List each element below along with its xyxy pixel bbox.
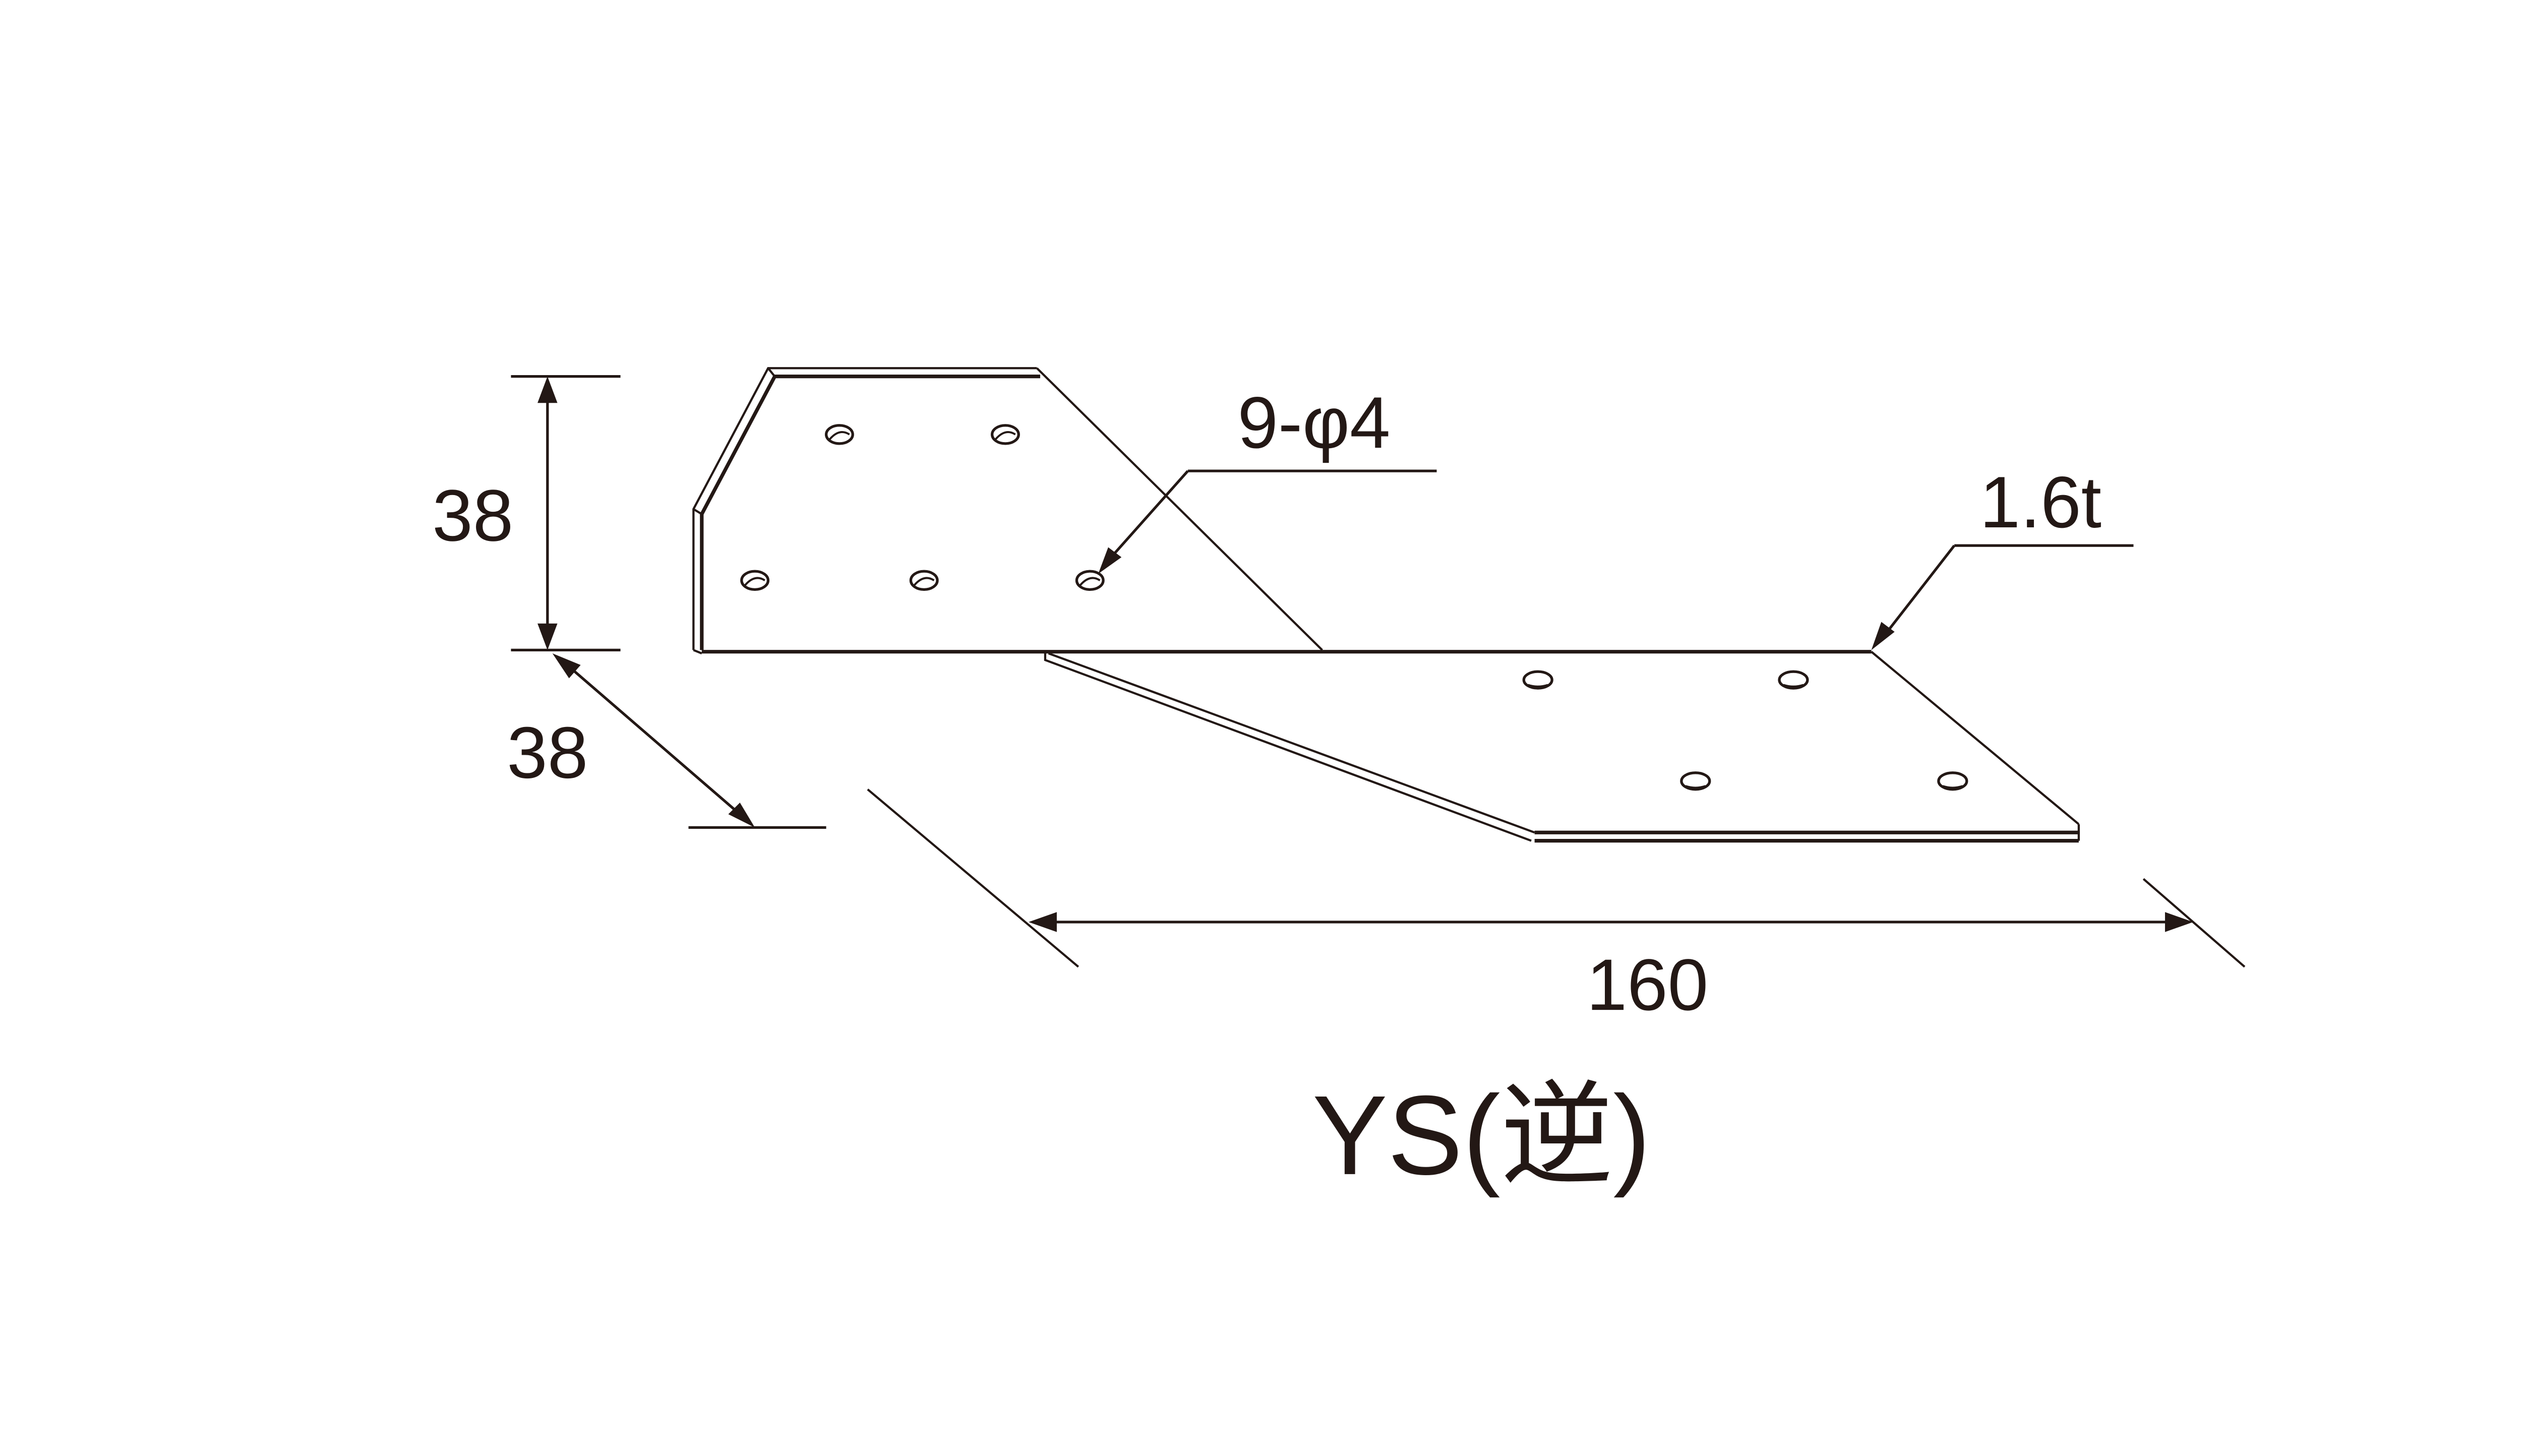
hole-icon xyxy=(909,570,939,591)
extension-line-left xyxy=(867,788,1079,968)
drawing-title: YS(逆) xyxy=(1312,1072,1651,1198)
arrow-left-icon xyxy=(1029,912,1057,932)
flange-diagonal-edge xyxy=(1036,367,1323,651)
hole-icon xyxy=(991,424,1020,445)
arrow-down-icon xyxy=(537,623,558,650)
dimension-label-height: 38 xyxy=(432,474,513,556)
chamfer-tick xyxy=(693,508,702,515)
dimension-label-length: 160 xyxy=(1587,944,1709,1025)
arrow-down-right-icon xyxy=(728,803,755,828)
arrow-up-left-icon xyxy=(552,653,581,679)
flange-front-edge xyxy=(700,375,1041,650)
leader-line-holes xyxy=(1107,470,1189,562)
annotation-thickness: 1.6t xyxy=(1979,461,2101,543)
flange-edge-outer xyxy=(1044,651,1532,842)
flange-edge-inner xyxy=(1048,652,1535,834)
hole-icon xyxy=(1937,771,1968,791)
horizontal-flange xyxy=(1044,651,2080,843)
hole-icon xyxy=(1778,670,1809,690)
arrow-leader-icon xyxy=(1871,622,1895,650)
dimension-label-depth: 38 xyxy=(507,712,588,794)
dimension-line-diagonal xyxy=(568,665,741,816)
corner-tick xyxy=(767,367,776,378)
hole-icon xyxy=(1075,570,1105,591)
flange-back-edge xyxy=(692,367,1037,650)
dimension-depth xyxy=(552,653,826,829)
arrow-right-icon xyxy=(2165,912,2193,932)
dimension-height xyxy=(511,375,621,652)
hole-icon xyxy=(824,424,854,445)
hole-icon xyxy=(1680,771,1711,791)
holes xyxy=(740,424,1968,791)
extension-line-right xyxy=(2142,878,2246,968)
vertical-flange xyxy=(692,367,1872,654)
base-tick xyxy=(693,649,702,654)
annotation-holes: 9-φ4 xyxy=(1237,382,1390,463)
hole-icon xyxy=(1522,670,1553,690)
arrow-up-icon xyxy=(537,376,558,403)
leader-thickness xyxy=(1871,544,2134,650)
leader-line-thickness xyxy=(1883,544,1956,636)
dimension-length xyxy=(867,788,2246,968)
arrow-leader-icon xyxy=(1098,547,1122,574)
leader-holes xyxy=(1098,469,1437,574)
flange-right-edge xyxy=(1871,651,2080,825)
hole-icon xyxy=(740,570,770,591)
